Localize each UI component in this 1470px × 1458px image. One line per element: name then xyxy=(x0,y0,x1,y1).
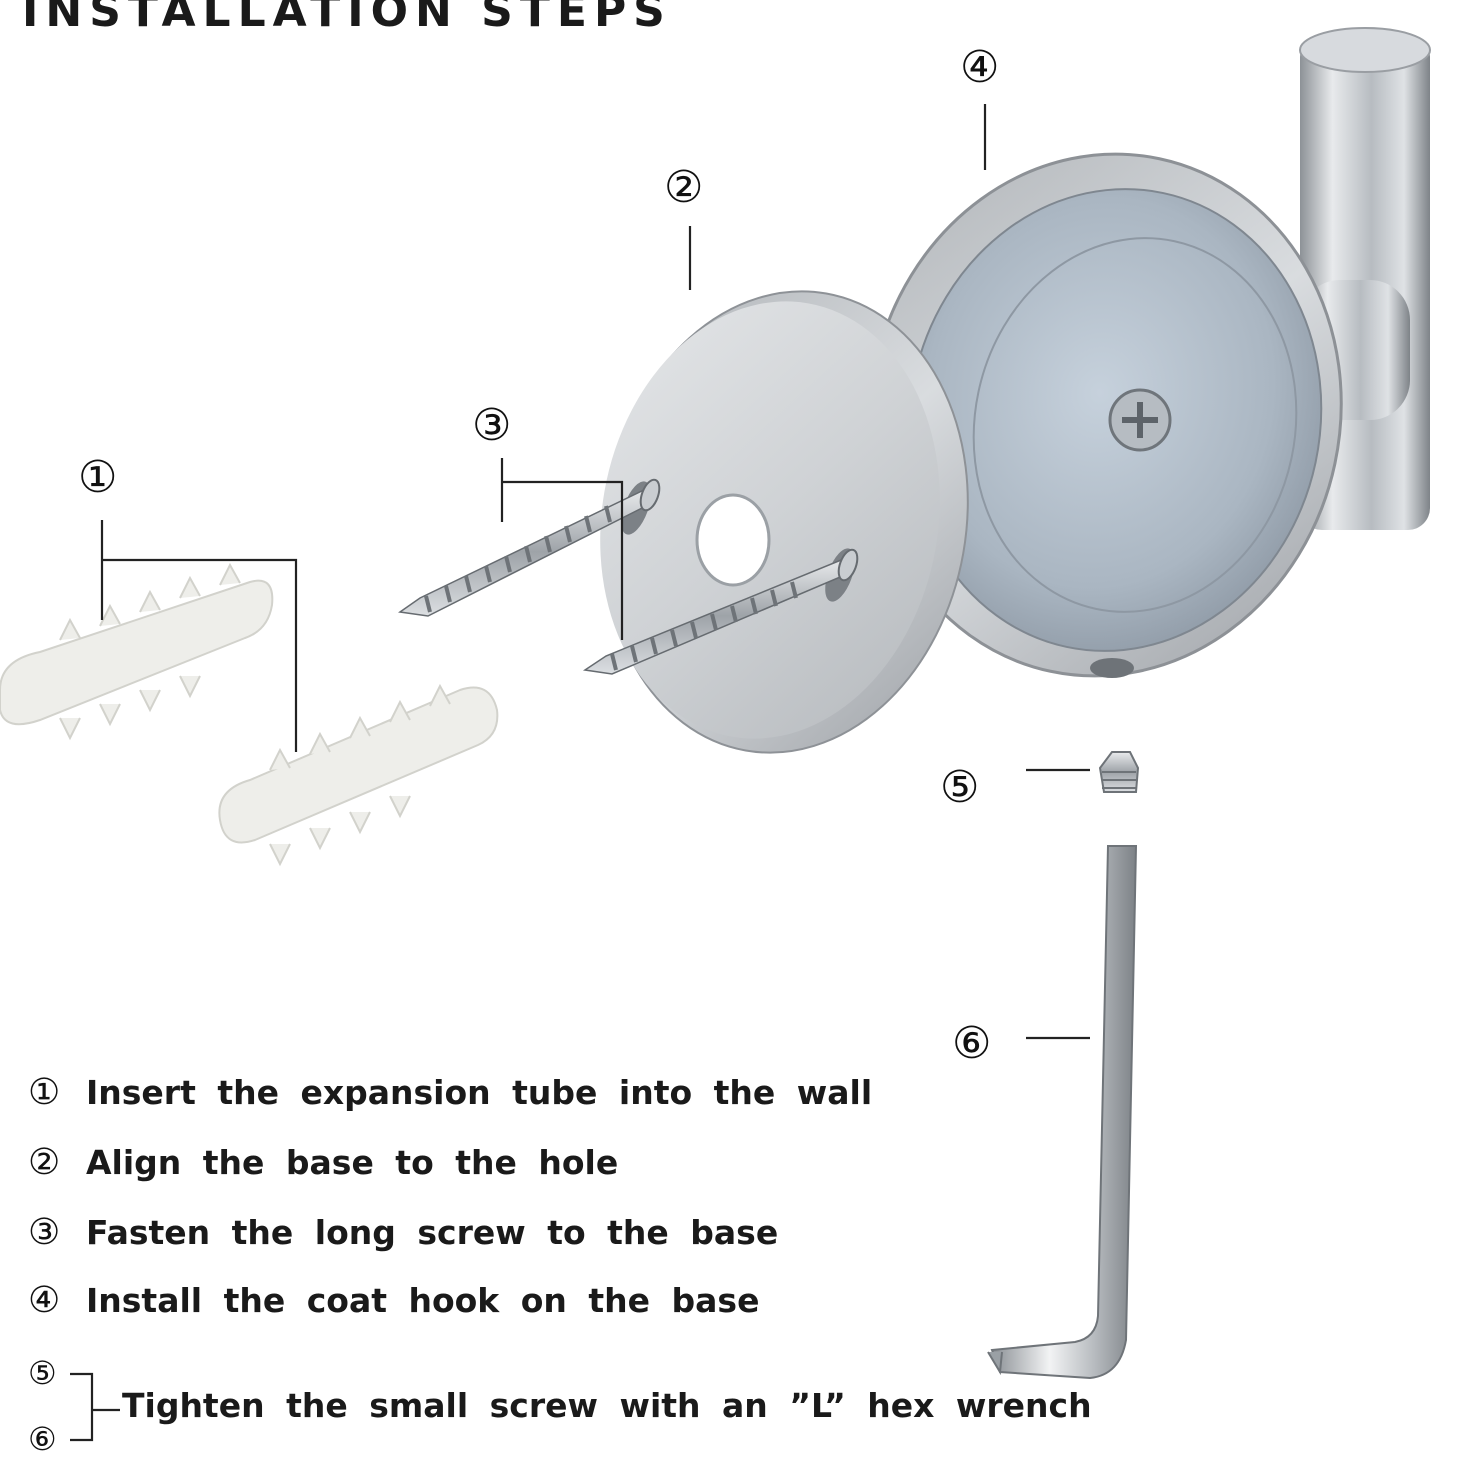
expansion-tubes xyxy=(0,562,499,867)
step-3-text: Fasten the long screw to the base xyxy=(86,1213,779,1252)
callout-5: ⑤ xyxy=(940,762,979,813)
long-screws xyxy=(398,478,859,675)
steps-bracket xyxy=(70,1372,120,1442)
small-set-screw xyxy=(1098,751,1140,793)
step-3: ③ Fasten the long screw to the base xyxy=(28,1212,778,1253)
leader-3 xyxy=(500,458,624,640)
page-title: INSTALLATION STEPS xyxy=(22,0,672,37)
base-center-hole xyxy=(695,493,771,587)
step-2-text: Align the base to the hole xyxy=(86,1143,619,1182)
leader-1 xyxy=(100,520,298,752)
hex-wrench xyxy=(987,845,1138,1380)
step-4-text: Install the coat hook on the base xyxy=(86,1281,760,1320)
step-1-number: ① xyxy=(28,1072,61,1113)
step-1: ① Insert the expansion tube into the wal… xyxy=(28,1072,872,1113)
callout-leaders xyxy=(70,104,1090,1442)
step-6-number: ⑥ xyxy=(28,1420,57,1458)
long-screw-lower xyxy=(582,548,859,675)
callout-4: ④ xyxy=(960,42,999,93)
step-4: ④ Install the coat hook on the base xyxy=(28,1280,759,1321)
coat-hook xyxy=(867,27,1431,678)
step-5-6-text: Tighten the small screw with an ”L” hex … xyxy=(122,1386,1092,1425)
step-2-number: ② xyxy=(28,1142,61,1183)
long-screw-upper xyxy=(398,478,661,617)
callout-3: ③ xyxy=(472,400,511,451)
step-1-text: Insert the expansion tube into the wall xyxy=(86,1073,873,1112)
callout-2: ② xyxy=(664,162,703,213)
expansion-tube-upper xyxy=(0,562,274,741)
callout-6: ⑥ xyxy=(952,1018,991,1069)
set-screw-hole xyxy=(1090,658,1134,678)
step-3-number: ③ xyxy=(28,1212,61,1253)
step-4-number: ④ xyxy=(28,1280,61,1321)
expansion-tube-lower xyxy=(218,683,499,867)
step-5-number: ⑤ xyxy=(28,1354,57,1392)
step-2: ② Align the base to the hole xyxy=(28,1142,618,1183)
callout-1: ① xyxy=(78,452,117,503)
